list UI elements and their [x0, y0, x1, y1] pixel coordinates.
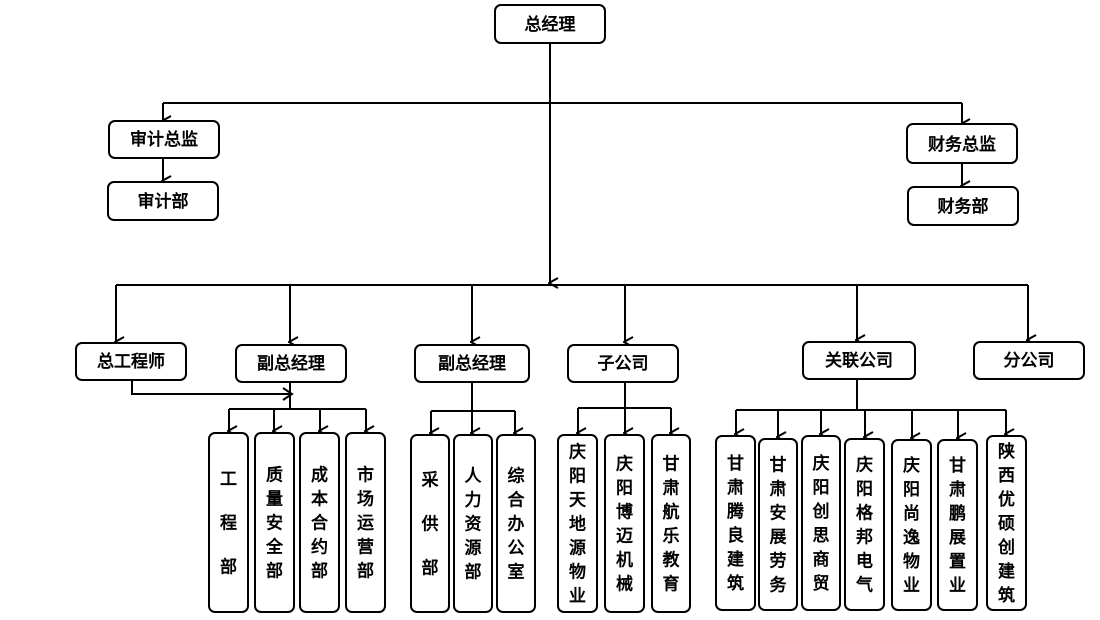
- leaf-node-label: 人力资源部: [465, 467, 483, 583]
- node-finance-head: 财务总监: [906, 123, 1018, 164]
- leaf-node-label: 工程部: [220, 470, 237, 578]
- leaf-node-label: 成本合约部: [311, 465, 329, 582]
- leaf-node: 庆阳天地源物业: [557, 434, 598, 613]
- node-audit-head: 审计总监: [108, 120, 220, 159]
- node-audit-dept: 审计部: [107, 181, 219, 221]
- leaf-node: 庆阳尚逸物业: [891, 439, 932, 611]
- leaf-node: 陕西优硕创建筑: [986, 435, 1027, 611]
- leaf-node: 庆阳格邦电气: [844, 438, 885, 611]
- leaf-node: 甘肃腾良建筑: [715, 435, 756, 611]
- connector-lines: [116, 42, 1028, 438]
- node-branch: 分公司: [973, 341, 1085, 380]
- leaf-node: 质量安全部: [254, 432, 295, 613]
- leaf-node-label: 甘肃腾良建筑: [727, 453, 745, 594]
- node-subsidiary: 子公司: [567, 344, 679, 383]
- leaf-node: 甘肃航乐教育: [651, 434, 691, 613]
- node-finance-dept-label: 财务部: [937, 196, 989, 217]
- node-affiliate: 关联公司: [802, 341, 916, 380]
- node-chief-engineer: 总工程师: [75, 342, 187, 381]
- leaf-node: 甘肃安展劳务: [758, 438, 798, 611]
- leaf-node-label: 综合办公室: [508, 466, 526, 583]
- leaf-node-label: 庆阳创思商贸: [812, 453, 830, 594]
- node-branch-label: 分公司: [1004, 351, 1055, 371]
- leaf-node: 庆阳博迈机械: [604, 434, 645, 613]
- leaf-node: 综合办公室: [496, 434, 536, 613]
- leaf-node: 市场运营部: [345, 432, 386, 613]
- node-root: 总经理: [494, 4, 606, 44]
- node-affiliate-label: 关联公司: [825, 350, 893, 371]
- node-finance-head-label: 财务总监: [927, 134, 996, 155]
- leaf-node: 庆阳创思商贸: [801, 435, 841, 611]
- node-subsidiary-label: 子公司: [598, 354, 649, 374]
- leaf-node-label: 市场运营部: [357, 465, 374, 582]
- leaf-node-label: 采供部: [421, 471, 439, 579]
- node-vice-gm-2: 副总经理: [414, 344, 530, 383]
- node-audit-dept-label: 审计部: [138, 191, 189, 212]
- leaf-node-label: 庆阳博迈机械: [616, 454, 633, 595]
- node-chief-engineer-label: 总工程师: [97, 351, 165, 372]
- leaf-node-label: 甘肃鹏展置业: [949, 455, 966, 596]
- leaf-node-label: 陕西优硕创建筑: [997, 441, 1015, 606]
- leaf-node-label: 甘肃航乐教育: [662, 454, 681, 595]
- node-finance-dept: 财务部: [907, 186, 1019, 226]
- leaf-node: 人力资源部: [453, 434, 493, 613]
- node-audit-head-label: 审计总监: [130, 129, 198, 150]
- node-root-label: 总经理: [525, 14, 576, 35]
- leaf-node-label: 庆阳格邦电气: [855, 455, 874, 596]
- leaf-nodes: 工程部 质量安全部 成本合约部 市场运营部 采供部 人力资源部 综合办公室 庆阳天地源物业 庆阳…: [208, 432, 1027, 613]
- leaf-node: 甘肃鹏展置业: [937, 439, 978, 611]
- leaf-node: 采供部: [410, 434, 450, 613]
- node-vice-gm-1: 副总经理: [235, 344, 347, 383]
- leaf-node-label: 甘肃安展劳务: [770, 455, 788, 596]
- leaf-node-label: 庆阳天地源物业: [569, 442, 587, 607]
- leaf-node-label: 质量安全部: [265, 466, 284, 582]
- leaf-node: 工程部: [208, 432, 249, 613]
- leaf-node: 成本合约部: [299, 432, 340, 613]
- node-vice-gm-2-label: 副总经理: [438, 353, 506, 374]
- node-vice-gm-1-label: 副总经理: [257, 353, 325, 374]
- leaf-node-label: 庆阳尚逸物业: [903, 455, 920, 596]
